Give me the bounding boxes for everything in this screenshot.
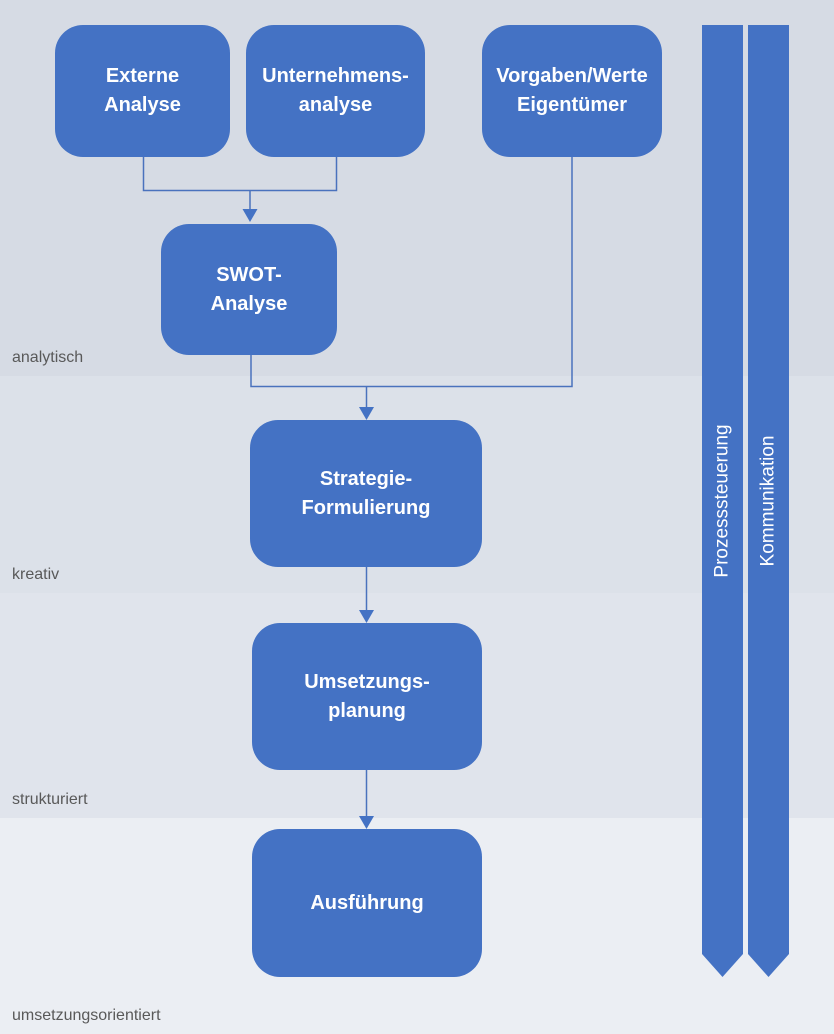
node-strategie-formulierung: Strategie- Formulierung <box>250 420 482 567</box>
node-vorgaben-line2: Eigentümer <box>516 94 628 116</box>
band-label-strukturiert: strukturiert <box>12 791 88 808</box>
band-label-analytisch: analytisch <box>12 349 84 366</box>
side-arrow-kommunikation-label: Kommunikation <box>757 435 779 567</box>
node-unternehmensanalyse: Unternehmens- analyse <box>246 25 425 157</box>
node-swot-analyse: SWOT- Analyse <box>161 224 337 355</box>
node-externe-analyse-line2: Analyse <box>104 94 181 116</box>
side-arrow-prozesssteuerung-label: Prozesssteuerung <box>711 424 733 578</box>
band-label-kreativ: kreativ <box>12 566 60 583</box>
node-externe-analyse: Externe Analyse <box>55 25 230 157</box>
node-swot-line1: SWOT- <box>216 263 282 286</box>
node-vorgaben-werte-eigentuemer: Vorgaben/Werte Eigentümer <box>482 25 662 157</box>
node-umsetzungsplanung: Umsetzungs- planung <box>252 623 482 770</box>
node-ausfuehrung: Ausführung <box>252 829 482 977</box>
node-umsetzung-line2: planung <box>328 699 406 722</box>
band-label-umsetzungsorientiert: umsetzungsorientiert <box>12 1007 161 1024</box>
node-strategie-line2: Formulierung <box>301 496 431 519</box>
node-strategie-line1: Strategie- <box>319 467 413 490</box>
node-swot-line2: Analyse <box>210 292 288 315</box>
node-umsetzung-line1: Umsetzungs- <box>304 670 430 693</box>
node-vorgaben-line1: Vorgaben/Werte <box>496 65 648 87</box>
node-unternehmensanalyse-line1: Unternehmens- <box>262 65 409 87</box>
side-arrow-kommunikation: Kommunikation <box>748 25 789 977</box>
node-unternehmensanalyse-line2: analyse <box>298 94 373 116</box>
node-externe-analyse-line1: Externe <box>105 65 180 87</box>
side-arrow-prozesssteuerung: Prozesssteuerung <box>702 25 743 977</box>
node-ausfuehrung-line1: Ausführung <box>310 891 424 914</box>
